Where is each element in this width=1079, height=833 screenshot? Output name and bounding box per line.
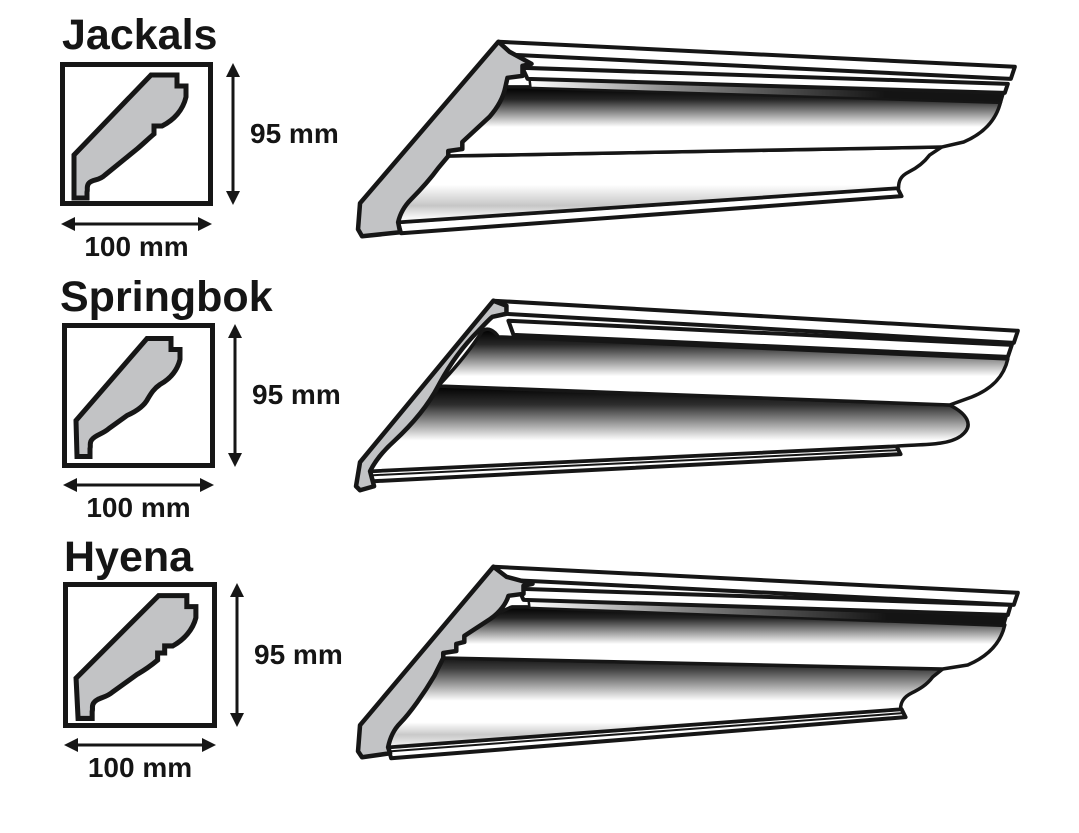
upper-cove-band [436, 327, 1010, 407]
cornice-cross-section [71, 72, 189, 201]
width-dimension-arrow [61, 217, 212, 231]
width-dimension-arrow [63, 478, 214, 492]
height-label: 95 mm [252, 379, 341, 410]
height-label: 95 mm [250, 118, 339, 149]
end-cap [355, 39, 534, 239]
width-dimension-arrow [64, 738, 216, 752]
cornice-3d-render-hyena [355, 564, 1020, 761]
section-title-springbok: Springbok [60, 273, 273, 321]
profile-shape-jackals [71, 72, 189, 201]
height-dimension-arrow [230, 583, 244, 727]
cornice-cross-section [73, 336, 183, 459]
section-title-jackals: Jackals [62, 11, 218, 59]
wall-strip-bead [373, 449, 899, 477]
cornice-3d-render-springbok [353, 298, 1020, 493]
width-label: 100 mm [84, 231, 189, 262]
height-dimension-arrow [228, 324, 242, 467]
height-dimension-arrow [226, 63, 240, 205]
end-cap [355, 564, 535, 760]
cornice-cross-section [73, 593, 199, 721]
profile-box-jackals [60, 62, 213, 206]
section-title-hyena: Hyena [64, 533, 194, 581]
width-label: 100 mm [87, 752, 193, 783]
height-label: 95 mm [254, 639, 343, 670]
cornice-3d-render-jackals [355, 39, 1017, 239]
end-cap [353, 298, 509, 493]
profile-shape-springbok [73, 336, 183, 459]
profile-shape-hyena [73, 593, 199, 721]
top-fillet-2 [506, 318, 1014, 359]
top-fillet-2 [520, 65, 1010, 95]
width-label: 100 mm [86, 492, 191, 523]
profile-box-springbok [62, 323, 215, 468]
wall-strip-bead [391, 712, 903, 753]
profile-box-hyena [63, 582, 217, 728]
